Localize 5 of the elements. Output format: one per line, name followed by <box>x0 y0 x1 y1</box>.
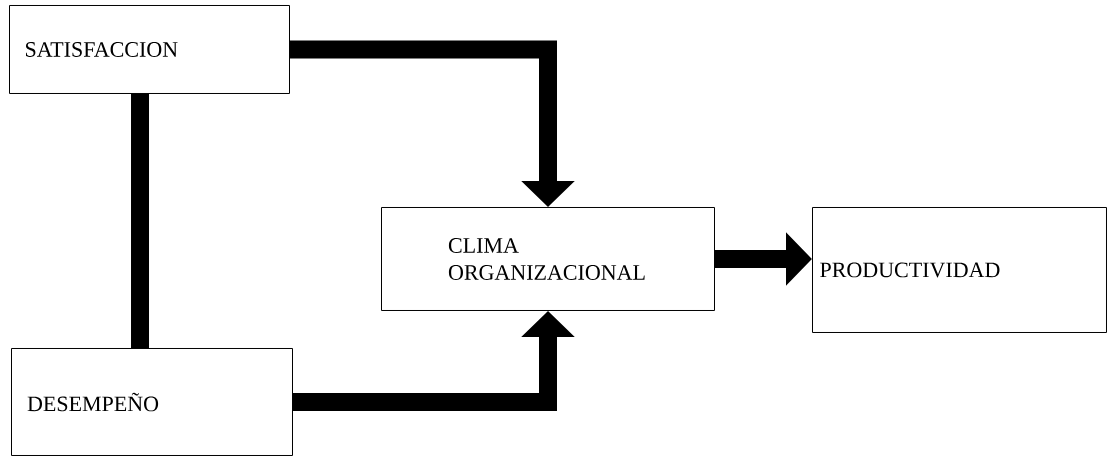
process-box: CLIMA ORGANIZACIONAL <box>381 207 715 311</box>
connector-bar <box>131 94 149 348</box>
process-box: DESEMPEÑO <box>11 348 293 456</box>
process-box: PRODUCTIVIDAD <box>812 207 1107 333</box>
process-box: SATISFACCION <box>9 5 290 94</box>
